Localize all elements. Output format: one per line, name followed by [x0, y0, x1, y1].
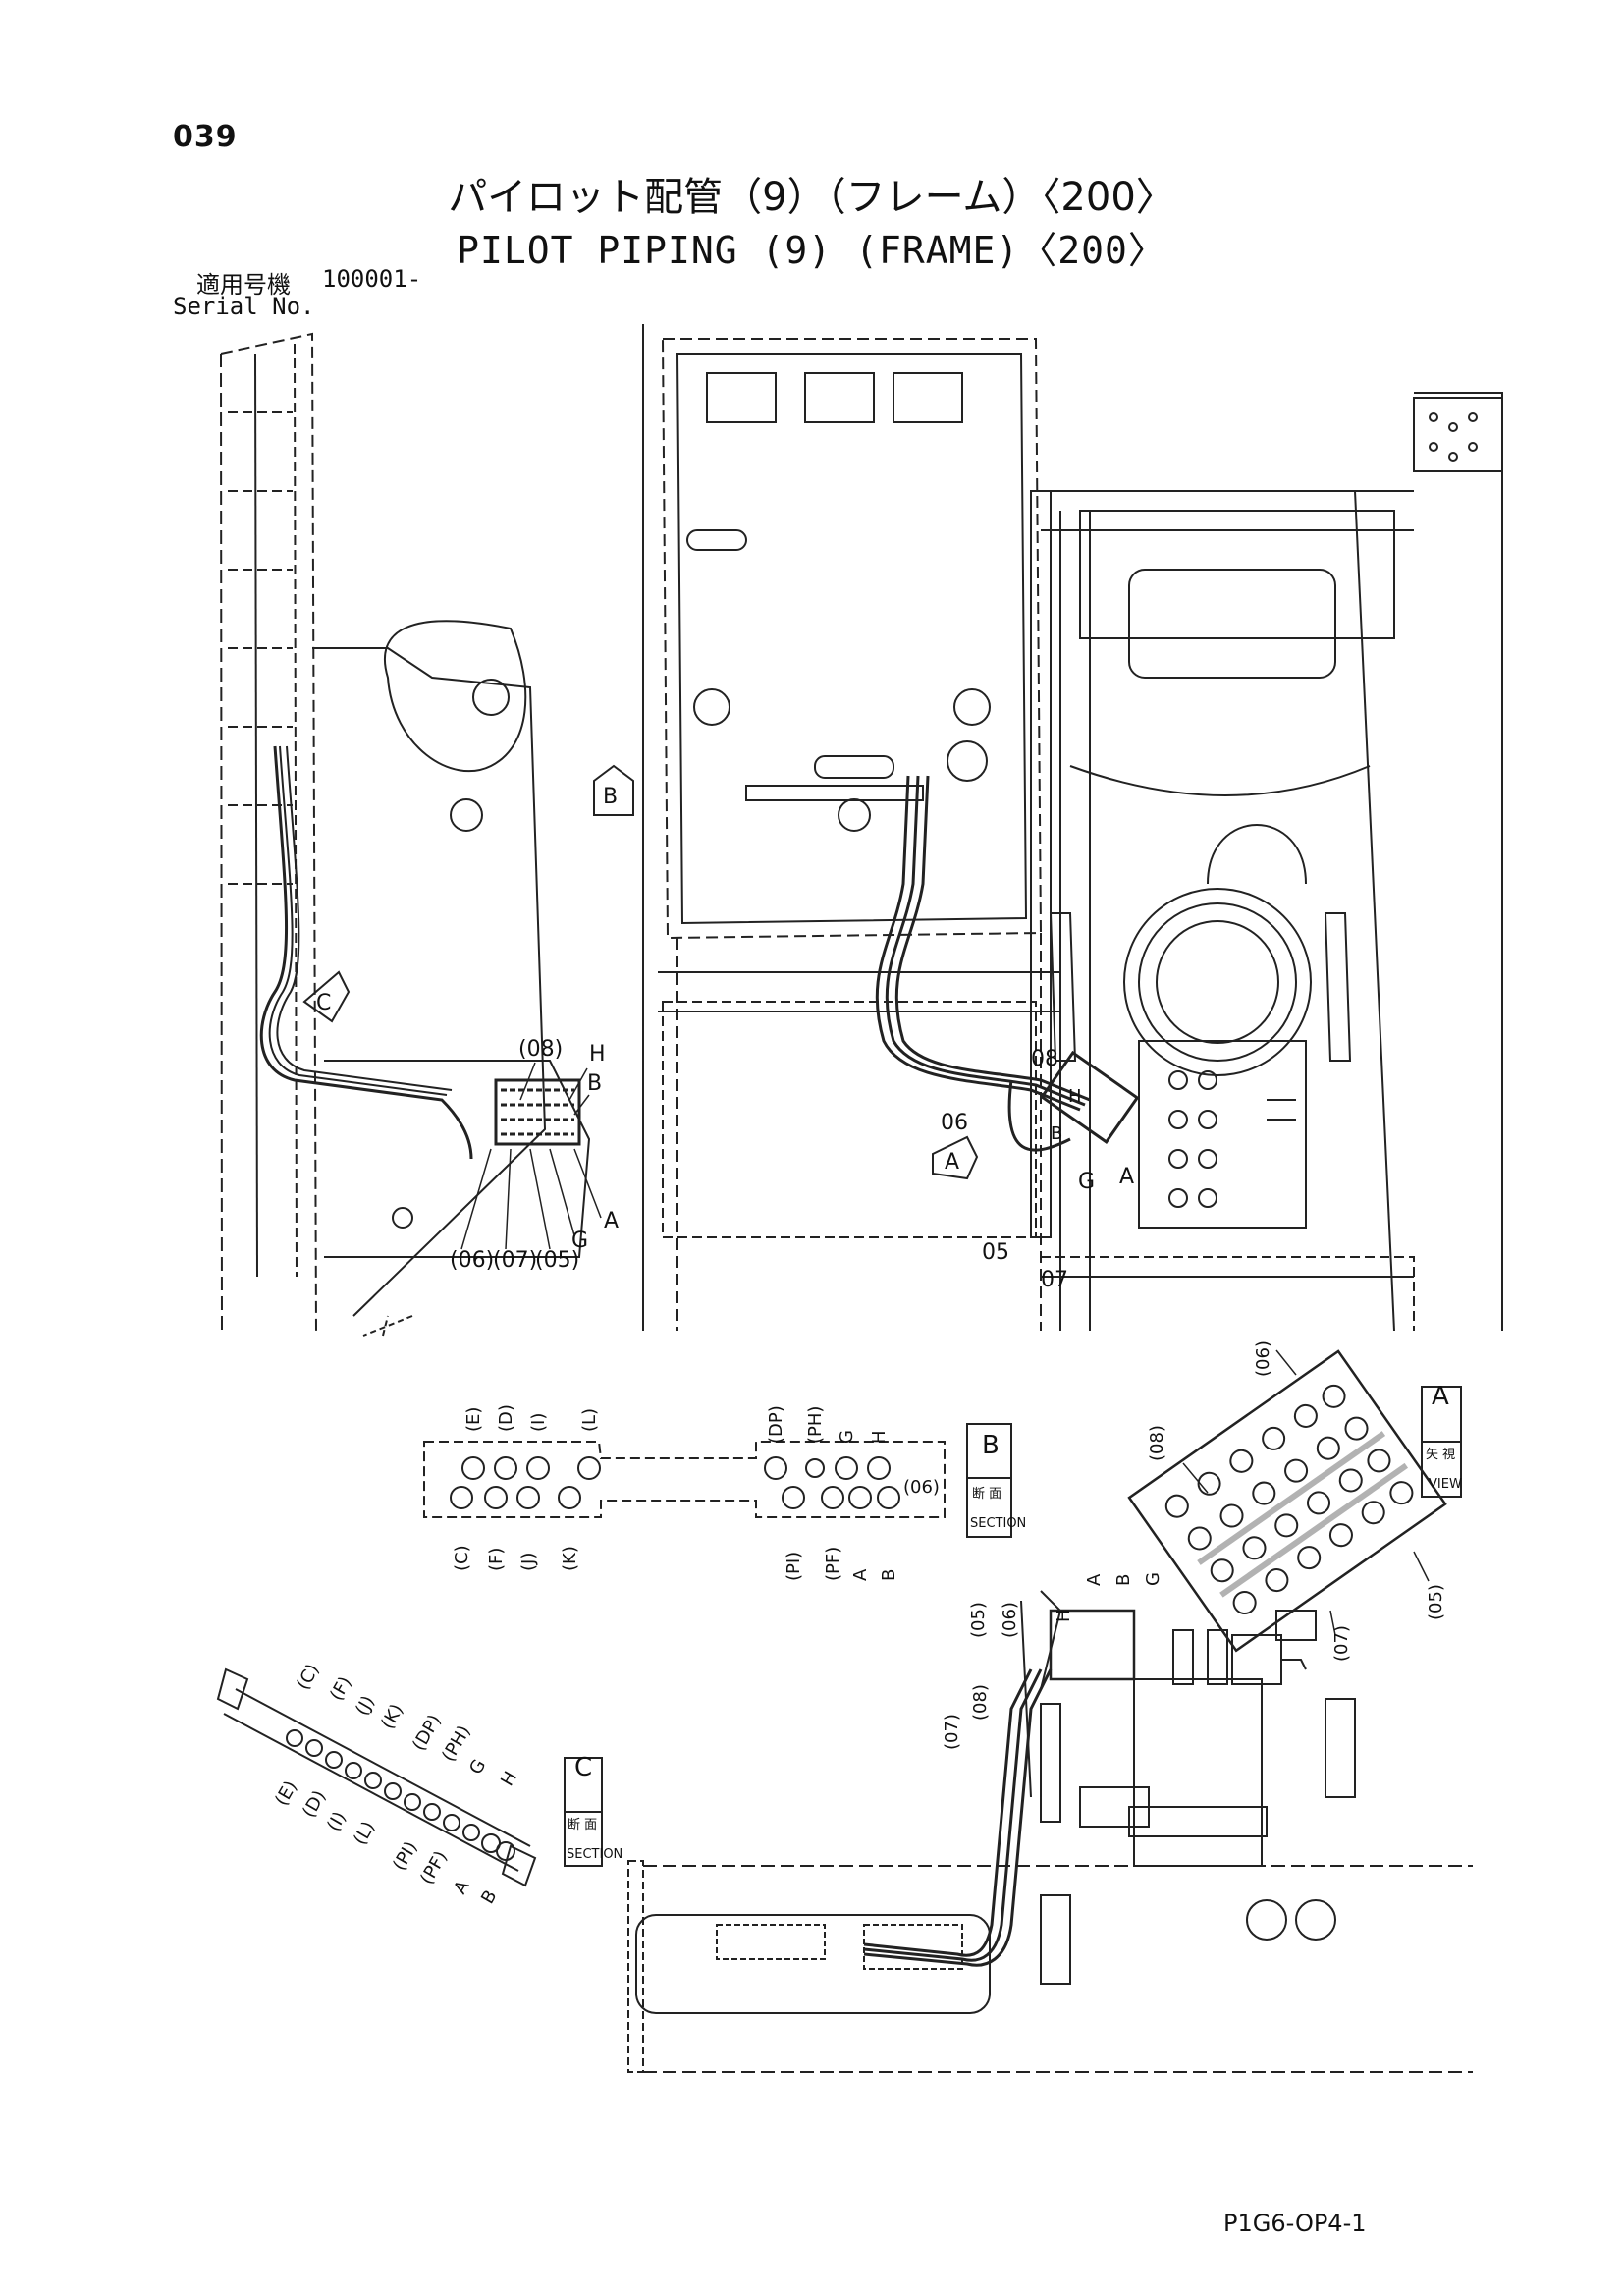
callout-b-left: B: [587, 1071, 602, 1096]
callout-a-right: A: [1119, 1165, 1134, 1189]
serial-label-english: Serial No.: [173, 293, 315, 320]
svg-text:(PF): (PF): [823, 1547, 843, 1581]
svg-text:H: H: [869, 1430, 890, 1444]
callout-06-right: 06: [941, 1111, 968, 1135]
serial-label-japanese: 適用号機: [196, 271, 291, 299]
section-c-title: C: [574, 1753, 592, 1782]
callout-b-right: B: [1051, 1123, 1062, 1144]
svg-text:(E): (E): [463, 1407, 484, 1432]
svg-text:G: G: [837, 1430, 857, 1444]
view-a-title-jp: 矢 視: [1426, 1448, 1455, 1462]
callout-h-right: H: [1068, 1086, 1082, 1107]
callout-07-left: (07): [493, 1248, 537, 1273]
svg-text:(PI): (PI): [784, 1552, 804, 1581]
lower-label-07: (07): [942, 1714, 962, 1750]
svg-text:B: B: [879, 1569, 899, 1581]
callout-06-left: (06): [450, 1248, 494, 1273]
callout-07-right: 07: [1041, 1268, 1068, 1292]
svg-text:(I): (I): [528, 1413, 549, 1432]
svg-text:(J): (J): [352, 1692, 379, 1719]
svg-text:A: A: [850, 1568, 871, 1581]
title-japanese: パイロット配管（9）（フレーム）〈200〉: [448, 175, 1175, 220]
section-b-diagram: [423, 1423, 1012, 1538]
section-b-letter: B: [603, 785, 618, 809]
svg-text:G: G: [465, 1756, 490, 1778]
section-b-inner-label: (06): [903, 1477, 940, 1498]
section-c-letter: C: [316, 991, 331, 1015]
lower-label-g: G: [1143, 1572, 1163, 1586]
svg-text:(K): (K): [377, 1701, 407, 1733]
view-a-label-07: (07): [1331, 1625, 1352, 1662]
svg-text:(L): (L): [350, 1818, 379, 1848]
section-c-marker: [302, 970, 351, 1023]
lower-label-h: H: [1054, 1609, 1074, 1622]
view-a-label-05: (05): [1426, 1584, 1446, 1620]
document-code: P1G6-OP4-1: [1223, 2210, 1367, 2237]
svg-text:(PH): (PH): [438, 1722, 474, 1766]
left-leader-lines: [460, 1062, 602, 1250]
svg-text:(D): (D): [496, 1404, 516, 1432]
lower-label-b: B: [1113, 1574, 1134, 1586]
section-c-title-jp: 断 面: [568, 1818, 597, 1832]
callout-g-left: G: [571, 1229, 588, 1253]
serial-number-value: 100001-: [322, 265, 422, 293]
lower-label-a: A: [1084, 1573, 1105, 1586]
svg-text:(J): (J): [518, 1553, 539, 1571]
view-a-label-08: (08): [1147, 1425, 1167, 1461]
callout-05-right: 05: [982, 1240, 1009, 1265]
lower-label-06: (06): [1000, 1602, 1020, 1638]
svg-text:(D): (D): [298, 1787, 330, 1822]
view-a-diagram: [1127, 1349, 1462, 1653]
section-b-bottom-labels: (C) (F) (J) (K) (PI) (PF) A B: [452, 1545, 899, 1581]
lower-view-diagram: [627, 1590, 1473, 2073]
callout-g-right: G: [1078, 1170, 1095, 1194]
callout-08-left: (08): [518, 1037, 563, 1062]
page-number: 039: [173, 120, 238, 154]
center-top-view: [642, 324, 1503, 1332]
svg-text:(PH): (PH): [805, 1406, 826, 1444]
svg-text:(F): (F): [486, 1548, 507, 1571]
svg-text:(DP): (DP): [766, 1405, 786, 1444]
view-a-sub: VIEW: [1429, 1477, 1462, 1492]
callout-h-left: H: [589, 1042, 606, 1066]
svg-text:(PI): (PI): [389, 1838, 421, 1875]
svg-text:(PF): (PF): [416, 1847, 452, 1887]
lower-label-05: (05): [968, 1602, 989, 1638]
view-a-label-06: (06): [1253, 1340, 1273, 1377]
title-english: PILOT PIPING (9) (FRAME)〈200〉: [457, 229, 1166, 272]
section-c-top-labels: (C) (F) (J) (K) (DP) (PH) G H: [293, 1661, 521, 1790]
section-a-marker: [932, 1135, 979, 1180]
section-b-marker: [593, 764, 634, 816]
callout-08-right: 08: [1031, 1047, 1058, 1071]
svg-text:(C): (C): [452, 1545, 472, 1571]
section-a-letter: A: [945, 1150, 959, 1175]
view-a-title: A: [1432, 1382, 1449, 1411]
svg-text:(DP): (DP): [408, 1711, 446, 1754]
section-b-title-jp: 断 面: [972, 1487, 1001, 1502]
section-b-top-labels: (E) (D) (I) (L) (DP) (PH) G H: [463, 1404, 890, 1444]
svg-text:(C): (C): [293, 1661, 323, 1694]
left-frame-view: [220, 332, 591, 1337]
section-c-sub: SECTION: [567, 1847, 622, 1862]
callout-a-left: A: [604, 1209, 619, 1233]
svg-text:A: A: [450, 1877, 474, 1898]
svg-text:(I): (I): [323, 1808, 351, 1834]
svg-text:(E): (E): [271, 1777, 301, 1810]
svg-text:(K): (K): [560, 1546, 580, 1571]
section-c-diagram: [216, 1667, 603, 1887]
lower-label-08: (08): [970, 1684, 991, 1721]
section-b-sub: SECTION: [970, 1516, 1026, 1531]
callout-05-left: (05): [535, 1248, 579, 1273]
svg-text:(L): (L): [579, 1408, 600, 1432]
svg-text:H: H: [497, 1768, 521, 1789]
svg-text:B: B: [477, 1886, 501, 1907]
svg-text:(F): (F): [326, 1673, 355, 1705]
section-b-title: B: [982, 1431, 1000, 1460]
